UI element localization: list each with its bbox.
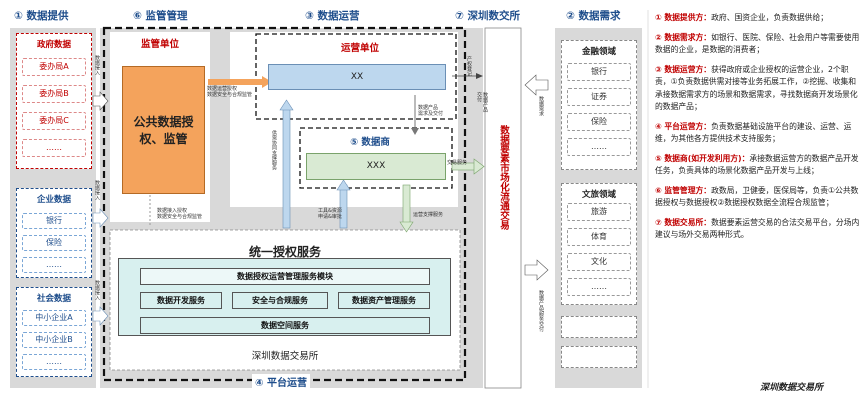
legend-item: ③ 数据运营方：获得政府或企业授权的运营企业，2个职责，①负责数据供需对接等业务… — [655, 64, 858, 112]
cul-title: 文旅领域 — [581, 190, 616, 200]
list-item: 委办局B — [22, 85, 86, 103]
header-exchange: ⑦ 深圳数交所 — [455, 10, 521, 22]
list-item: …… — [22, 139, 86, 157]
supervise-box: 公共数据授权、监管 — [122, 66, 205, 194]
watermark: 深圳数据交易所 — [760, 383, 824, 393]
label-ops-support: 运营支撑服务 — [413, 212, 444, 218]
space-service: 数据空间服务 — [140, 317, 430, 334]
header-data-demand: ② 数据需求 — [566, 10, 621, 22]
label-property-reg: 产权登记 — [466, 56, 472, 76]
list-item: …… — [22, 354, 86, 370]
legend-item: ⑥ 监管管理方：政数局，卫健委，医保局等，负责①公共数据授权与数据授权②数据授权… — [655, 185, 859, 208]
operate-title: 运营单位 — [340, 43, 379, 54]
legend-item: ② 数据需求方：如银行、医院、保险、社会用户等需要使用数据的企业，是数据的消费者… — [655, 32, 860, 55]
security-service: 安全与合规服务 — [232, 292, 328, 309]
dealer-frame — [299, 127, 453, 189]
market-column-bg — [484, 27, 522, 389]
label-data-delivery: 数据产品/服务交付 — [538, 290, 544, 332]
demand-placeholder-2 — [561, 346, 637, 368]
supervise-title: 监管单位 — [140, 39, 179, 50]
operate-unit-box: XX — [268, 64, 446, 90]
legend-item: ⑦ 数据交易所：数据要素运营交易的合法交易平台，分场内建议与场外交易两种形式。 — [655, 217, 860, 240]
list-item: 委办局A — [22, 58, 86, 76]
list-item: …… — [567, 278, 631, 296]
list-item: 保险 — [22, 235, 86, 251]
legend-panel: ① 数据提供方：政府、国资企业，负责数据供给； ② 数据需求方：如银行、医院、保… — [655, 12, 860, 249]
list-item: 旅游 — [567, 203, 631, 221]
auth-module: 数据授权运营管理服务模块 — [140, 268, 430, 285]
label-supply-coop: 供需协同支撑服务 — [271, 130, 277, 170]
left-arrow-label-2: 数据接入 — [94, 180, 100, 200]
supervise-label-a: 数据运营授权 数据安全与合规监管 — [207, 86, 253, 98]
label-product-delivery: 数据产品 交付 — [476, 92, 488, 112]
list-item: 中小企业A — [22, 310, 86, 326]
dealer-box: XXX — [306, 153, 446, 180]
list-item: 银行 — [22, 213, 86, 229]
list-item: 银行 — [567, 63, 631, 81]
list-item: 委办局C — [22, 112, 86, 130]
fin-title: 金融领域 — [581, 47, 616, 57]
label-product-demand: 数据产品 需求及交付 — [418, 105, 444, 117]
dev-service: 数据开发服务 — [140, 292, 222, 309]
market-title: 数据要素市场化流通交易 — [498, 125, 509, 230]
legend-item: ① 数据提供方：政府、国资企业，负责数据供给； — [655, 13, 829, 22]
gov-data-title: 政府数据 — [36, 40, 71, 50]
header-data-provide: ① 数据提供 — [14, 10, 69, 22]
ent-data-title: 企业数据 — [36, 195, 71, 205]
dealer-title: ⑤ 数据商 — [350, 137, 390, 148]
list-item: 中小企业B — [22, 332, 86, 348]
legend-item: ④ 平台运营方：负责数据基础设施平台的建设、运营、运维，为其他各方提供技术支持服… — [655, 121, 852, 144]
supervise-label-b: 数据接入授权 数据安全与合规监管 — [157, 208, 203, 220]
list-item: 证券 — [567, 88, 631, 106]
list-item: 文化 — [567, 253, 631, 271]
list-item: 保险 — [567, 113, 631, 131]
header-data-operate: ③ 数据运营 — [305, 10, 360, 22]
list-item: …… — [22, 257, 86, 273]
label-trade-service: 交易服务 — [447, 160, 468, 166]
label-tools: 工具&资源 申请&审批 — [318, 208, 342, 220]
platform-footer: 深圳数据交易所 — [251, 351, 319, 362]
operate-frame — [255, 33, 457, 120]
soc-data-title: 社会数据 — [36, 294, 71, 304]
asset-service: 数据资产管理服务 — [338, 292, 430, 309]
legend-item: ⑤ 数据商(如开发利用方)：承接数据运营方的数据产品开发任务，负责具体的场景化数… — [655, 153, 859, 176]
header-supervise: ⑥ 监管管理 — [133, 10, 188, 22]
list-item: …… — [567, 138, 631, 156]
platform-title: 统一授权服务 — [248, 245, 321, 259]
demand-placeholder-1 — [561, 316, 637, 338]
header-platform: ④ 平台运营 — [252, 374, 310, 389]
left-arrow-label-1: 数据接入 — [94, 55, 100, 75]
label-data-demand: 数据需求 — [538, 96, 544, 116]
left-arrow-label-3: 数据接入 — [94, 280, 100, 300]
list-item: 体育 — [567, 228, 631, 246]
